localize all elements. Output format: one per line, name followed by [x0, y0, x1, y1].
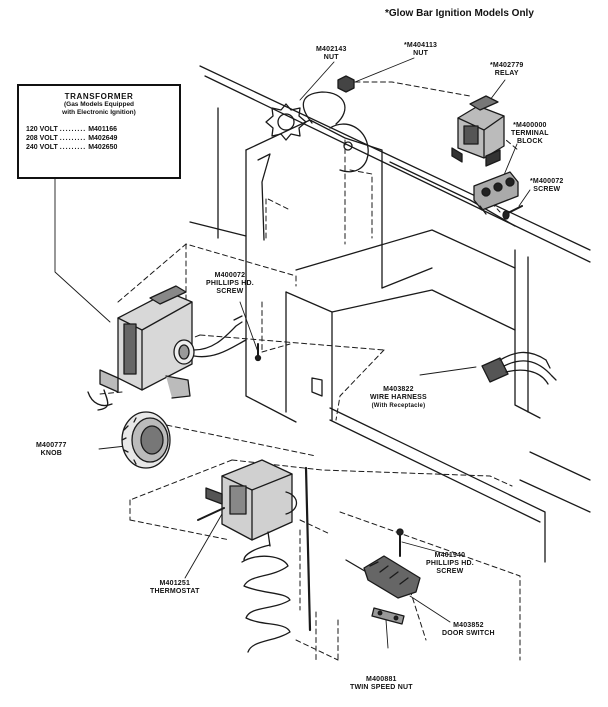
part-number: M400072 — [214, 272, 246, 279]
door-switch-icon — [345, 555, 421, 599]
part-number: M402143 — [316, 46, 347, 53]
part-number: *M402779 — [490, 62, 524, 69]
transformer-box-title: TRANSFORMER — [64, 92, 134, 101]
thermostat-icon — [197, 459, 312, 653]
label-twin-speed-nut: M400881 TWIN SPEED NUT — [350, 676, 413, 692]
part-name: TWIN SPEED NUT — [350, 684, 413, 691]
part-name: SCREW — [216, 288, 244, 295]
part-name: SCREW — [436, 568, 464, 575]
part-name: BLOCK — [516, 138, 543, 145]
part-name: WIRE HARNESS — [370, 394, 427, 401]
voltage-row: 208 VOLT ......... M402649 — [26, 135, 118, 142]
voltage-value: 240 VOLT — [26, 144, 58, 151]
voltage-row: 120 VOLT ......... M401166 — [26, 126, 118, 133]
relay-icon — [451, 95, 505, 167]
part-name: DOOR SWITCH — [442, 630, 495, 637]
part-number: *M404113 — [404, 42, 438, 49]
screw-icon — [502, 205, 523, 220]
knob-icon — [121, 411, 171, 469]
glow-bar-note: *Glow Bar Ignition Models Only — [385, 8, 534, 19]
part-name: THERMOSTAT — [150, 588, 200, 595]
label-screw-right: *M400072 SCREW — [530, 178, 564, 194]
transformer-info-box: TRANSFORMER (Gas Models Equipped with El… — [17, 84, 181, 179]
part-number: M403822 — [383, 386, 414, 393]
terminal-block-icon — [473, 171, 519, 215]
voltage-value: 208 VOLT — [26, 135, 58, 142]
phillips-screw-icon — [396, 528, 404, 557]
label-nut-left: M402143 NUT — [316, 46, 347, 62]
part-name: SCREW — [533, 186, 561, 193]
label-nut-right: *M404113 NUT — [404, 42, 437, 58]
part-note: (With Receptacle) — [371, 403, 426, 409]
part-number: M401940 — [434, 552, 466, 559]
label-wire-harness: M403822 WIRE HARNESS (With Receptacle) — [370, 386, 427, 410]
part-number: M402650 — [88, 144, 118, 151]
part-name: NUT — [323, 54, 339, 61]
part-number: M401251 — [159, 580, 191, 587]
label-phillips-screw-upper: M400072 PHILLIPS HD. SCREW — [206, 272, 254, 296]
part-number: *M400072 — [530, 178, 564, 185]
transformer-box-subtitle: (Gas Models Equipped — [63, 101, 135, 108]
part-name: TERMINAL — [511, 130, 549, 137]
part-name: KNOB — [40, 450, 62, 457]
label-knob: M400777 KNOB — [36, 442, 67, 458]
label-phillips-screw-lower: M401940 PHILLIPS HD. SCREW — [426, 552, 474, 576]
twin-speed-nut-icon — [371, 607, 405, 625]
voltage-value: 120 VOLT — [26, 126, 58, 133]
part-name: PHILLIPS HD. — [426, 560, 474, 567]
part-name: NUT — [413, 50, 429, 57]
star-nut-icon — [265, 103, 307, 141]
part-number: M400881 — [366, 676, 397, 683]
hex-nut-icon — [337, 75, 355, 93]
transformer-icon — [87, 285, 247, 411]
label-terminal-block: *M400000 TERMINAL BLOCK — [511, 122, 549, 146]
phillips-screw-icon — [254, 343, 262, 362]
part-name: PHILLIPS HD. — [206, 280, 254, 287]
transformer-box-subtitle: with Electronic Ignition) — [62, 109, 136, 116]
cabinet-frame — [189, 65, 591, 563]
label-relay: *M402779 RELAY — [490, 62, 524, 78]
transformer-voltage-list: 120 VOLT ......... M401166 208 VOLT ....… — [19, 125, 179, 152]
part-number: M402649 — [88, 135, 118, 142]
part-number: M403852 — [453, 622, 484, 629]
part-number: M400777 — [36, 442, 67, 449]
part-name: RELAY — [494, 70, 519, 77]
label-door-switch: M403852 DOOR SWITCH — [442, 622, 495, 638]
voltage-row: 240 VOLT ......... M402650 — [26, 144, 118, 151]
wire-harness-icon — [481, 351, 557, 385]
label-thermostat: M401251 THERMOSTAT — [150, 580, 200, 596]
part-number: *M400000 — [513, 122, 547, 129]
part-number: M401166 — [88, 126, 118, 133]
